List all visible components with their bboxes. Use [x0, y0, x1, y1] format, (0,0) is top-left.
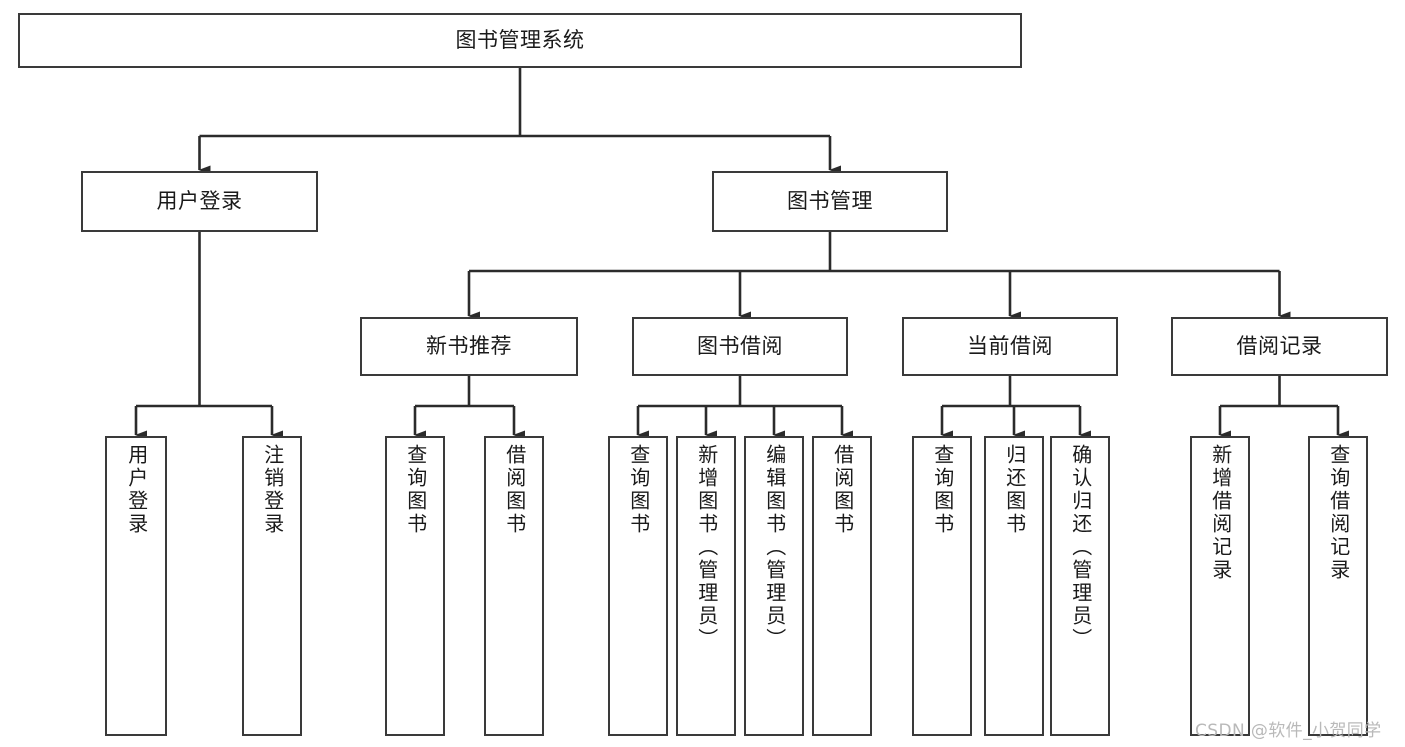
node-leaf-b1[interactable]: 查询图书: [608, 436, 668, 736]
node-label: 新增借阅记录: [1208, 444, 1233, 582]
csdn-watermark: CSDN @软件_小贺同学: [1195, 721, 1382, 741]
node-leaf-r1[interactable]: 新增借阅记录: [1190, 436, 1250, 736]
node-leaf-b2[interactable]: 新增图书（管理员）: [676, 436, 736, 736]
node-label: 查询图书: [626, 444, 651, 536]
node-label: 借阅记录: [1236, 334, 1323, 359]
node-leaf-n2[interactable]: 借阅图书: [484, 436, 544, 736]
node-leaf-c2[interactable]: 归还图书: [984, 436, 1044, 736]
node-label: 新增图书（管理员）: [694, 444, 719, 651]
node-label: 编辑图书（管理员）: [762, 444, 787, 651]
node-label: 查询图书: [403, 444, 428, 536]
node-leaf-c1[interactable]: 查询图书: [912, 436, 972, 736]
node-leaf-b3[interactable]: 编辑图书（管理员）: [744, 436, 804, 736]
node-label: 归还图书: [1002, 444, 1027, 536]
node-leaf-l1[interactable]: 用户登录: [105, 436, 167, 736]
node-label: 用户登录: [156, 189, 243, 214]
node-label: 当前借阅: [967, 334, 1053, 359]
node-label: 注销登录: [260, 444, 285, 536]
node-label: 借阅图书: [502, 444, 527, 536]
node-current[interactable]: 当前借阅: [902, 317, 1118, 376]
node-leaf-c3[interactable]: 确认归还（管理员）: [1050, 436, 1110, 736]
node-borrow[interactable]: 图书借阅: [632, 317, 848, 376]
node-leaf-b4[interactable]: 借阅图书: [812, 436, 872, 736]
node-records[interactable]: 借阅记录: [1171, 317, 1388, 376]
node-leaf-n1[interactable]: 查询图书: [385, 436, 445, 736]
node-label: 查询图书: [930, 444, 955, 536]
node-newbook[interactable]: 新书推荐: [360, 317, 578, 376]
node-label: 新书推荐: [426, 334, 512, 359]
node-bookmgmt[interactable]: 图书管理: [712, 171, 948, 232]
node-leaf-r2[interactable]: 查询借阅记录: [1308, 436, 1368, 736]
node-label: 确认归还（管理员）: [1068, 444, 1093, 651]
node-label: 图书管理系统: [455, 28, 585, 53]
node-label: 用户登录: [124, 444, 149, 536]
node-leaf-l2[interactable]: 注销登录: [242, 436, 302, 736]
node-login[interactable]: 用户登录: [81, 171, 318, 232]
node-label: 查询借阅记录: [1326, 444, 1351, 582]
node-root[interactable]: 图书管理系统: [18, 13, 1022, 68]
node-label: 借阅图书: [830, 444, 855, 536]
node-label: 图书管理: [787, 189, 873, 214]
node-label: 图书借阅: [697, 334, 783, 359]
